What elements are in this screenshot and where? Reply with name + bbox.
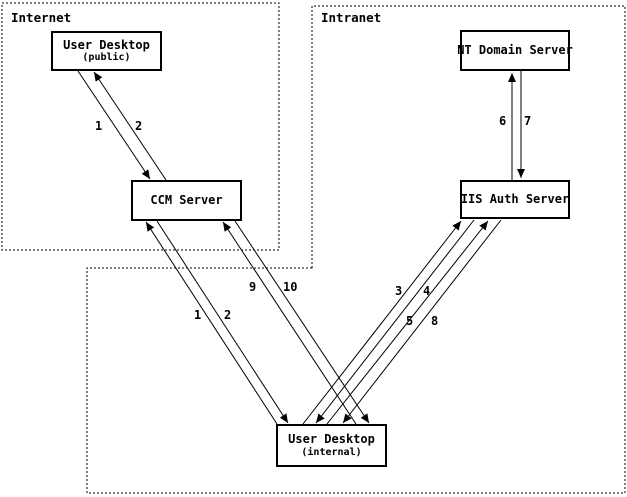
intranet-zone-outline	[86, 5, 626, 494]
edge-label-8: 8	[431, 314, 439, 328]
intranet-zone-label: Intranet	[321, 10, 382, 25]
edge-label-2-public: 2	[135, 119, 143, 133]
arrow-5-internal-desktop-to-iis	[326, 220, 489, 425]
arrow-10-ccm-to-internal-desktop	[234, 220, 370, 424]
node-user-desktop-public-title: User Desktop	[63, 37, 150, 52]
node-iis-auth-server: IIS Auth Server	[460, 180, 570, 219]
arrow-2-ccm-to-internal-desktop	[156, 220, 289, 424]
internet-zone-label: Internet	[11, 10, 72, 25]
edge-label-1-public: 1	[95, 119, 103, 133]
node-user-desktop-internal-subtitle: (internal)	[301, 446, 362, 458]
node-ccm-server: CCM Server	[131, 180, 242, 221]
arrow-8-iis-to-internal-desktop	[342, 219, 502, 424]
node-user-desktop-public-subtitle: (public)	[82, 52, 131, 64]
arrow-1-public-desktop-to-ccm	[77, 70, 151, 180]
internet-zone-outline	[1, 2, 280, 251]
edge-label-9: 9	[249, 280, 257, 294]
node-nt-domain-server: NT Domain Server	[457, 30, 573, 71]
arrow-2-ccm-to-public-desktop	[93, 71, 167, 181]
edge-label-4: 4	[423, 284, 431, 298]
node-user-desktop-internal: User Desktop (internal)	[276, 424, 387, 467]
edge-label-7: 7	[524, 114, 532, 128]
arrow-3-internal-desktop-to-iis	[302, 220, 462, 425]
edge-label-6: 6	[499, 114, 507, 128]
node-iis-auth-server-title: IIS Auth Server	[460, 191, 570, 206]
edge-label-3: 3	[395, 284, 403, 298]
edge-label-5: 5	[406, 314, 414, 328]
arrow-9-internal-desktop-to-ccm	[222, 221, 357, 425]
edge-label-2-internal: 2	[224, 308, 232, 322]
edge-label-10: 10	[283, 280, 298, 294]
node-ccm-server-title: CCM Server	[150, 192, 223, 207]
node-nt-domain-server-title: NT Domain Server	[457, 42, 573, 57]
arrow-4-iis-to-internal-desktop	[315, 219, 475, 424]
node-user-desktop-public: User Desktop (public)	[51, 31, 162, 71]
node-user-desktop-internal-title: User Desktop	[288, 432, 375, 447]
edge-label-1-internal: 1	[194, 308, 202, 322]
arrow-1-internal-desktop-to-ccm	[145, 221, 278, 425]
